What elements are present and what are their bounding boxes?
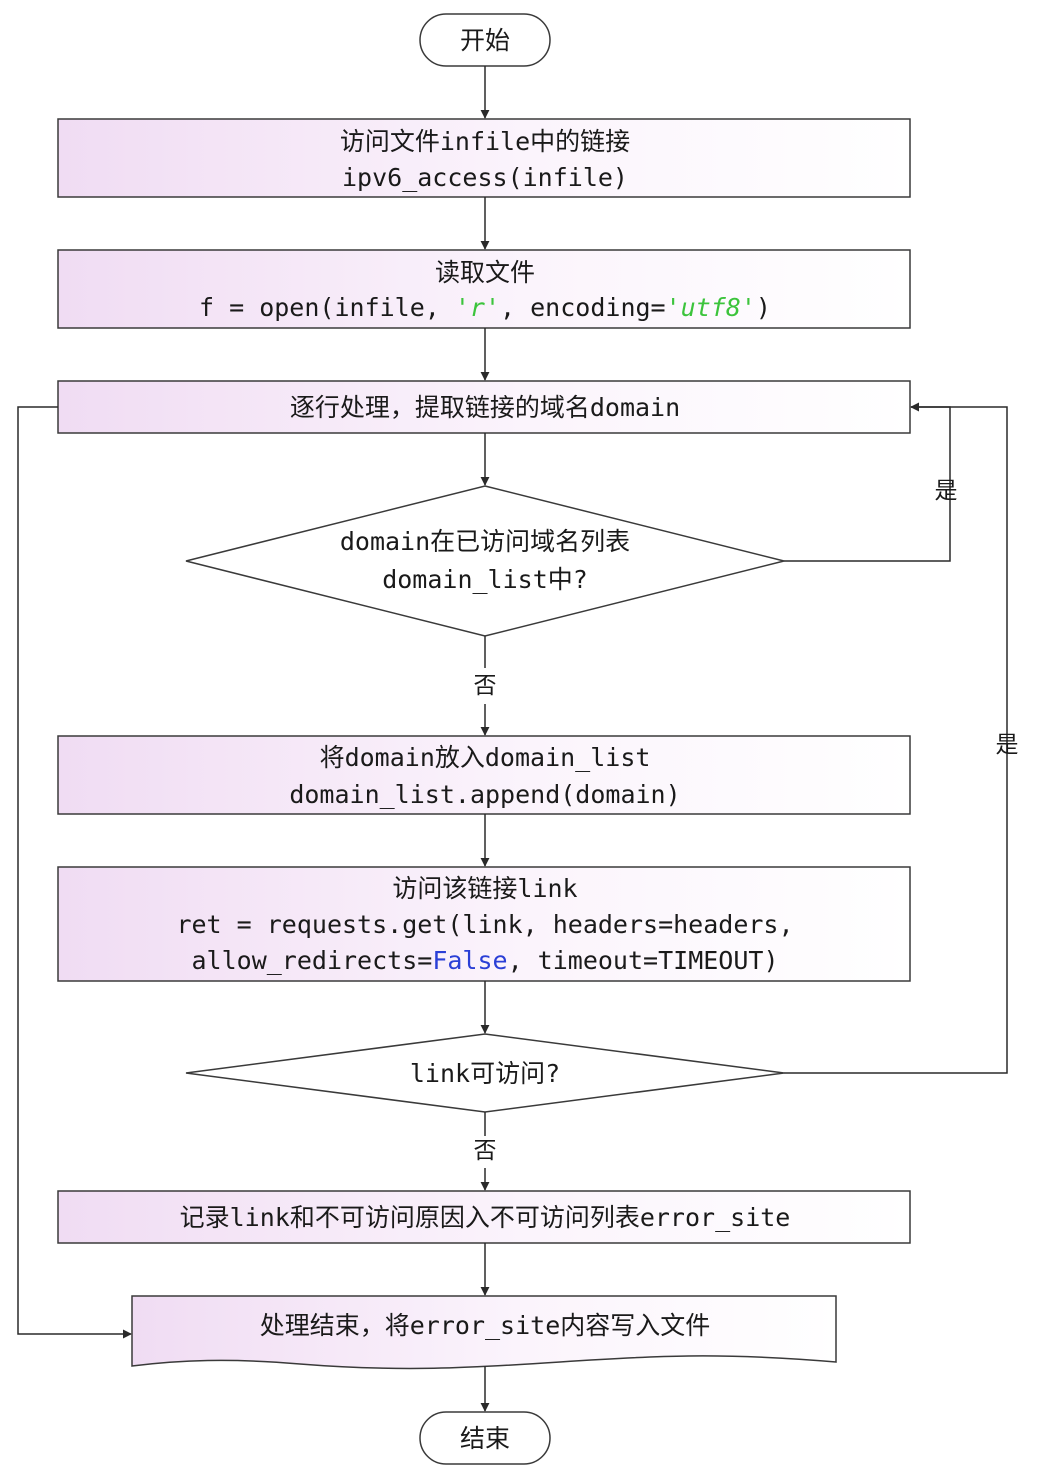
append-line1: 将domain放入domain_list [320,743,651,772]
start-label: 开始 [460,26,510,55]
request-box [57,866,911,982]
read-code-mode: 'r' [455,293,500,322]
request-line1: 访问该链接link [392,874,577,903]
check-domain-diamond [185,485,785,637]
read-code-part1: f = open(infile, [199,293,455,322]
edge-link-no-label: 否 [474,1138,497,1164]
edge-domain-no-label: 否 [474,673,497,699]
request-code-part1: allow_redirects= [191,946,432,975]
request-line2: ret = requests.get(link, headers=headers… [176,910,793,939]
end-label: 结束 [460,1424,510,1453]
read-code-part2: , encoding= [500,293,666,322]
read-code-encoding: 'utf8' [666,293,756,322]
process-box [57,380,911,434]
access-line2: ipv6_access(infile) [342,163,628,192]
edge-process-eof [17,406,132,1339]
request-code-false: False [432,946,507,975]
read-box [57,249,911,329]
finish-label: 处理结束，将error_site内容写入文件 [260,1311,711,1340]
read-code-part3: ) [756,293,771,322]
read-line2: f = open(infile, 'r', encoding='utf8') [199,293,771,322]
edge-link-yes-label: 是 [996,732,1019,758]
check-domain-line1: domain在已访问域名列表 [340,527,630,556]
append-box [57,735,911,815]
access-line1: 访问文件infile中的链接 [340,127,630,156]
read-line1: 读取文件 [435,258,535,287]
append-line2: domain_list.append(domain) [289,780,680,809]
record-box [57,1190,911,1244]
process-label: 逐行处理，提取链接的域名domain [290,393,680,422]
request-line3: allow_redirects=False, timeout=TIMEOUT) [191,946,778,975]
check-domain-line2: domain_list中? [382,565,588,594]
edge-link-yes [784,406,1008,1074]
request-code-part2: , timeout=TIMEOUT) [508,946,779,975]
access-box [57,118,911,198]
finish-document [131,1295,837,1370]
record-label: 记录link和不可访问原因入不可访问列表error_site [180,1203,791,1232]
end-terminal [419,1411,551,1465]
edge-domain-yes-label: 是 [935,478,958,504]
check-link-label: link可访问? [410,1059,560,1088]
